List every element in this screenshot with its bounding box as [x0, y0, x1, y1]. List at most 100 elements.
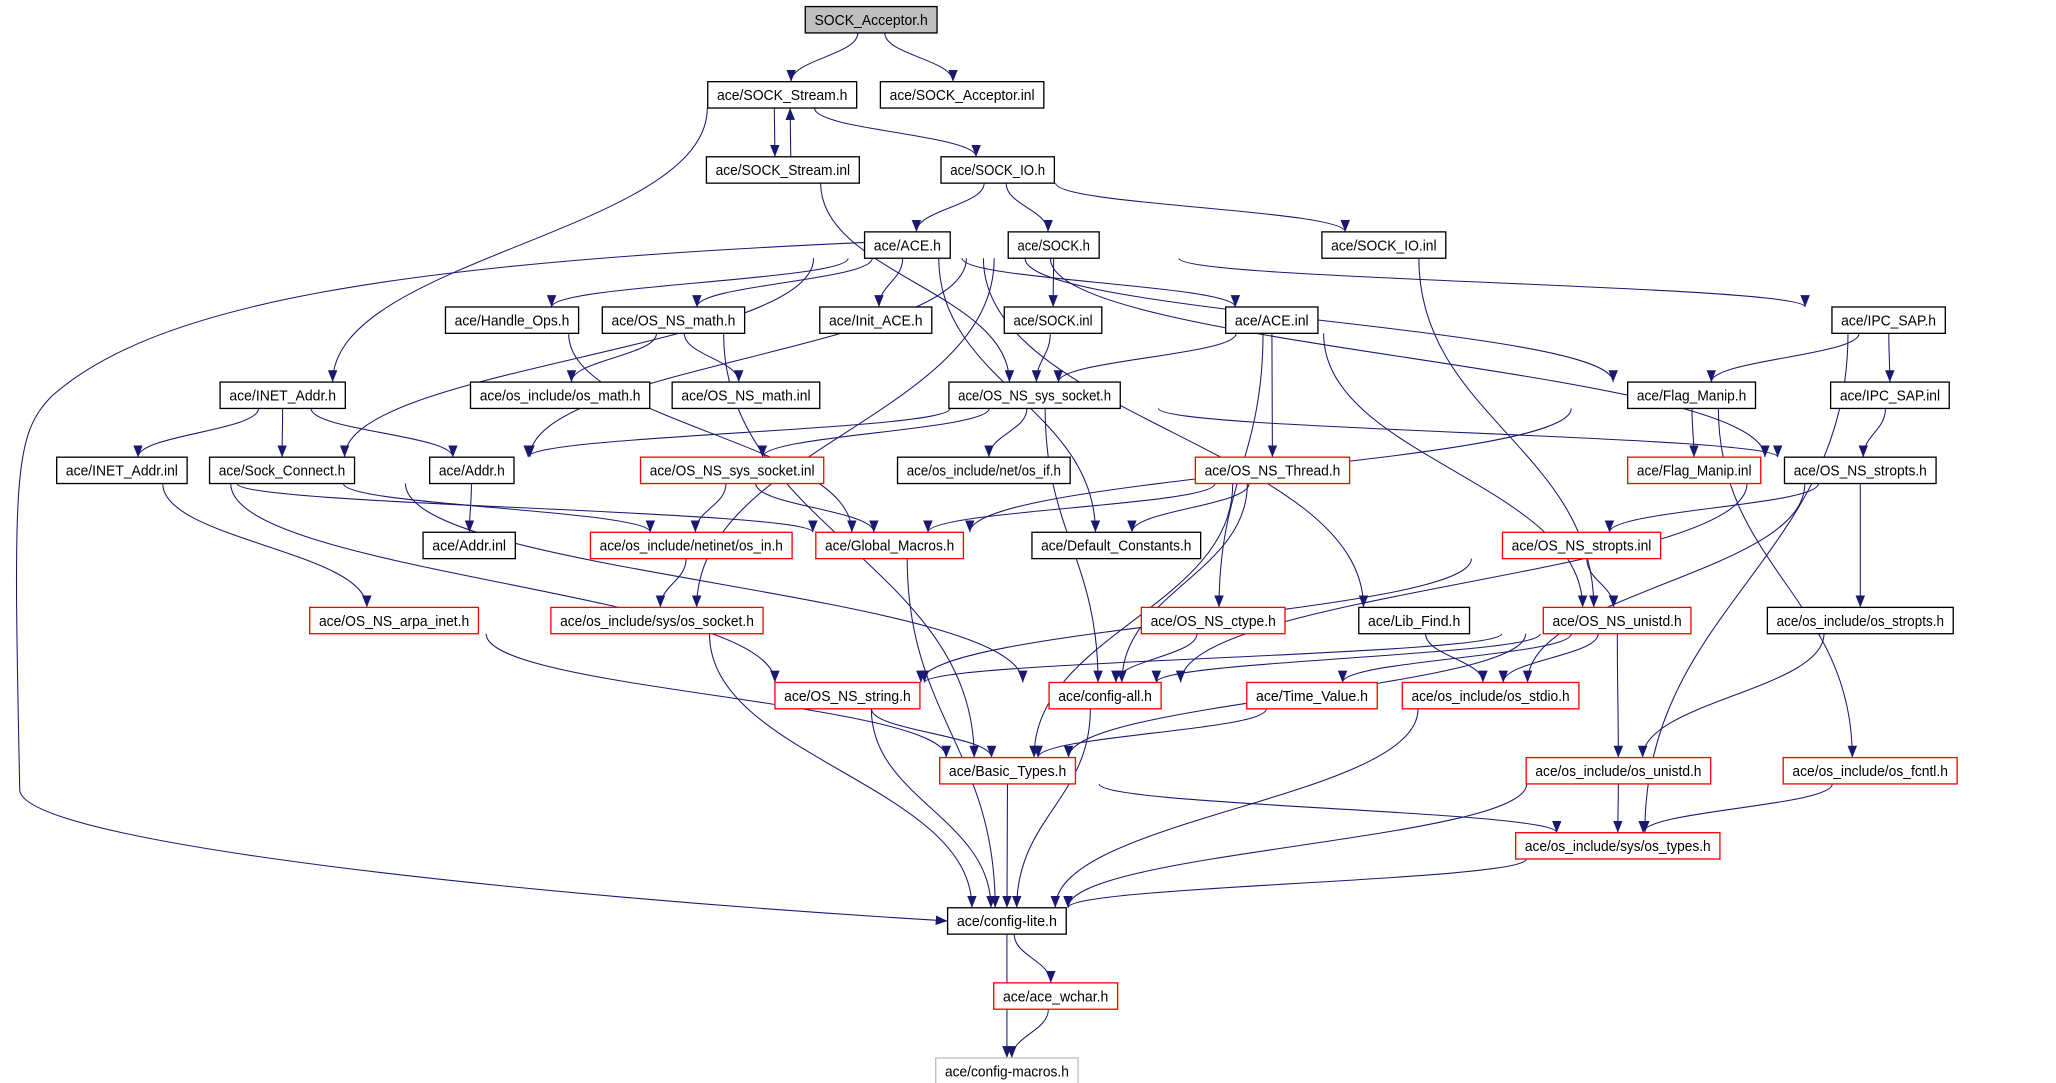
graph-node-init-ace[interactable]: ace/Init_ACE.h [819, 306, 933, 334]
node-box [939, 756, 1077, 785]
edge-sock_h-to-ipc_sap_h [1178, 257, 1810, 308]
graph-node-os-math[interactable]: ace/os_include/os_math.h [469, 381, 651, 410]
edge-os_ns_stropts_inl-to-os_ns_unistd [1586, 558, 1619, 608]
graph-node-arpa-inet[interactable]: ace/OS_NS_arpa_inet.h [309, 606, 480, 635]
graph-node-os-ns-unistd[interactable]: ace/OS_NS_unistd.h [1542, 606, 1692, 635]
graph-node-sock-connect[interactable]: ace/Sock_Connect.h [208, 456, 356, 485]
node-box [1246, 681, 1378, 710]
graph-node-acceptor-h[interactable]: SOCK_Acceptor.h [804, 5, 938, 34]
graph-node-default-constants[interactable]: ace/Default_Constants.h [1031, 531, 1202, 560]
graph-node-global-macros[interactable]: ace/Global_Macros.h [815, 531, 965, 560]
edge-ipc_sap_inl-to-os_ns_stropts_h [1858, 408, 1887, 458]
edge-acceptor_h-to-acceptor_inl [884, 32, 958, 82]
graph-node-os-if[interactable]: ace/os_include/net/os_if.h [896, 456, 1071, 485]
graph-node-sys-socket-inl[interactable]: ace/OS_NS_sys_socket.inl [639, 456, 825, 485]
edge-os_unistd-to-config_lite [1063, 783, 1528, 908]
graph-node-os-ns-string[interactable]: ace/OS_NS_string.h [774, 681, 921, 710]
node-box [1048, 681, 1162, 710]
edge-os_ns_ctype-to-config_all [1111, 633, 1198, 683]
graph-node-os-unistd[interactable]: ace/os_include/os_unistd.h [1525, 756, 1712, 785]
node-label: ace/SOCK_IO.inl [1331, 238, 1436, 254]
graph-node-sock-h[interactable]: ace/SOCK.h [1007, 231, 1100, 259]
graph-node-acceptor-inl[interactable]: ace/SOCK_Acceptor.inl [879, 81, 1045, 109]
node-label: ace/Default_Constants.h [1041, 539, 1191, 555]
graph-node-ipc-sap-h[interactable]: ace/IPC_SAP.h [1831, 306, 1946, 334]
graph-node-ace-wchar[interactable]: ace/ace_wchar.h [993, 982, 1119, 1010]
graph-node-basic-types[interactable]: ace/Basic_Types.h [939, 756, 1077, 785]
node-label: ace/os_include/os_fcntl.h [1792, 764, 1948, 780]
graph-node-ace-inl[interactable]: ace/ACE.inl [1225, 306, 1319, 334]
node-label: ace/OS_NS_math.h [612, 313, 736, 329]
node-label: ace/Sock_Connect.h [219, 464, 346, 480]
node-box [935, 1057, 1079, 1083]
nodes-layer: SOCK_Acceptor.h ace/SOCK_Stream.h ace/SOCK… [56, 5, 1958, 1083]
graph-node-os-ns-math-inl[interactable]: ace/OS_NS_math.inl [671, 381, 821, 410]
edge-sockio_h-to-sock_h [1005, 183, 1053, 232]
graph-node-os-stropts[interactable]: ace/os_include/os_stropts.h [1766, 606, 1954, 635]
edge-os_ns_thread-to-basic_types [1029, 483, 1234, 758]
graph-node-inet-addr-h[interactable]: ace/INET_Addr.h [219, 381, 346, 410]
node-label: ace/SOCK_Stream.h [717, 88, 847, 104]
edge-sys_socket_h-to-addr_h [523, 407, 951, 458]
node-label: ace/OS_NS_stropts.h [1794, 464, 1927, 480]
edge-os_ns_thread-to-default_constants [1127, 483, 1250, 533]
graph-node-ipc-sap-inl[interactable]: ace/IPC_SAP.inl [1829, 381, 1950, 410]
graph-node-addr-h[interactable]: ace/Addr.h [428, 456, 515, 485]
edge-inet_addr_h-to-addr_h [310, 408, 458, 458]
edge-os_fcntl-to-os_types [1638, 783, 1833, 833]
graph-node-os-fcntl[interactable]: ace/os_include/os_fcntl.h [1782, 756, 1958, 785]
node-box [671, 381, 821, 410]
node-label: ace/os_include/net/os_if.h [907, 464, 1061, 480]
node-label: ace/Init_ACE.h [829, 313, 923, 329]
graph-node-time-value[interactable]: ace/Time_Value.h [1246, 681, 1378, 710]
edge-acceptor_h-to-stream_h [786, 32, 859, 82]
graph-node-addr-inl[interactable]: ace/Addr.inl [422, 531, 516, 560]
edge-os_ns_thread-to-global_macros [923, 483, 1216, 533]
edge-ace_h-to-sock_connect [339, 258, 815, 458]
graph-node-os-socket[interactable]: ace/os_include/sys/os_socket.h [550, 606, 764, 635]
edge-sys_socket_h-to-sys_socket_inl [757, 408, 990, 458]
node-box [1225, 306, 1319, 334]
graph-node-flag-manip-h[interactable]: ace/Flag_Manip.h [1627, 381, 1757, 410]
graph-node-os-ns-stropts-h[interactable]: ace/OS_NS_stropts.h [1783, 456, 1937, 485]
graph-node-inet-addr-inl[interactable]: ace/INET_Addr.inl [56, 456, 188, 485]
graph-node-os-stdio[interactable]: ace/os_include/os_stdio.h [1401, 681, 1580, 710]
graph-node-os-ns-math[interactable]: ace/OS_NS_math.h [601, 306, 746, 334]
graph-node-lib-find[interactable]: ace/Lib_Find.h [1358, 606, 1471, 635]
graph-node-config-macros[interactable]: ace/config-macros.h [935, 1057, 1079, 1083]
edge-ace_inl-to-sys_socket_h [1053, 333, 1237, 383]
graph-node-sock-inl[interactable]: ace/SOCK.inl [1003, 306, 1103, 334]
node-box [589, 531, 793, 560]
node-box [705, 156, 860, 184]
graph-node-os-ns-ctype[interactable]: ace/OS_NS_ctype.h [1140, 606, 1286, 635]
node-label: ace/Lib_Find.h [1368, 614, 1460, 630]
graph-node-stream-h[interactable]: ace/SOCK_Stream.h [707, 81, 858, 109]
graph-node-config-all[interactable]: ace/config-all.h [1048, 681, 1162, 710]
edge-ace_h-to-handle_ops [546, 257, 849, 308]
graph-node-flag-manip-inl[interactable]: ace/Flag_Manip.inl [1627, 456, 1762, 485]
edge-ace_inl-to-os_ns_unistd [1323, 333, 1588, 608]
graph-node-sys-socket-h[interactable]: ace/OS_NS_sys_socket.h [948, 381, 1121, 410]
graph-node-ace-h[interactable]: ace/ACE.h [863, 231, 951, 259]
graph-node-sockio-h[interactable]: ace/SOCK_IO.h [940, 156, 1056, 184]
node-label: ace/Addr.inl [432, 539, 506, 555]
graph-node-os-in[interactable]: ace/os_include/netinet/os_in.h [589, 531, 793, 560]
edge-arpa_inet-to-basic_types [485, 633, 951, 758]
edge-os_ns_thread-to-config_all [1117, 483, 1248, 683]
graph-node-stream-inl[interactable]: ace/SOCK_Stream.inl [705, 156, 860, 184]
graph-node-sockio-inl[interactable]: ace/SOCK_IO.inl [1321, 231, 1447, 259]
graph-node-os-ns-thread[interactable]: ace/OS_NS_Thread.h [1194, 456, 1351, 485]
node-label: ace/Basic_Types.h [949, 764, 1066, 780]
node-box [819, 306, 933, 334]
graph-node-os-ns-stropts-inl[interactable]: ace/OS_NS_stropts.inl [1501, 531, 1662, 560]
node-label: ace/SOCK.h [1017, 238, 1089, 254]
node-label: ace/ACE.h [874, 238, 941, 254]
edge-os_ns_unistd-to-os_ns_string [919, 633, 1503, 683]
edge-os_stropts-to-os_unistd [1637, 633, 1825, 758]
graph-node-os-types[interactable]: ace/os_include/sys/os_types.h [1514, 832, 1721, 860]
graph-node-handle-ops[interactable]: ace/Handle_Ops.h [444, 306, 580, 334]
edge-sys_socket_inl-to-os_in [690, 483, 727, 533]
node-label: ace/os_include/netinet/os_in.h [600, 539, 783, 555]
edge-os_ns_unistd-to-time_value [1337, 633, 1572, 683]
graph-node-config-lite[interactable]: ace/config-lite.h [946, 907, 1067, 935]
